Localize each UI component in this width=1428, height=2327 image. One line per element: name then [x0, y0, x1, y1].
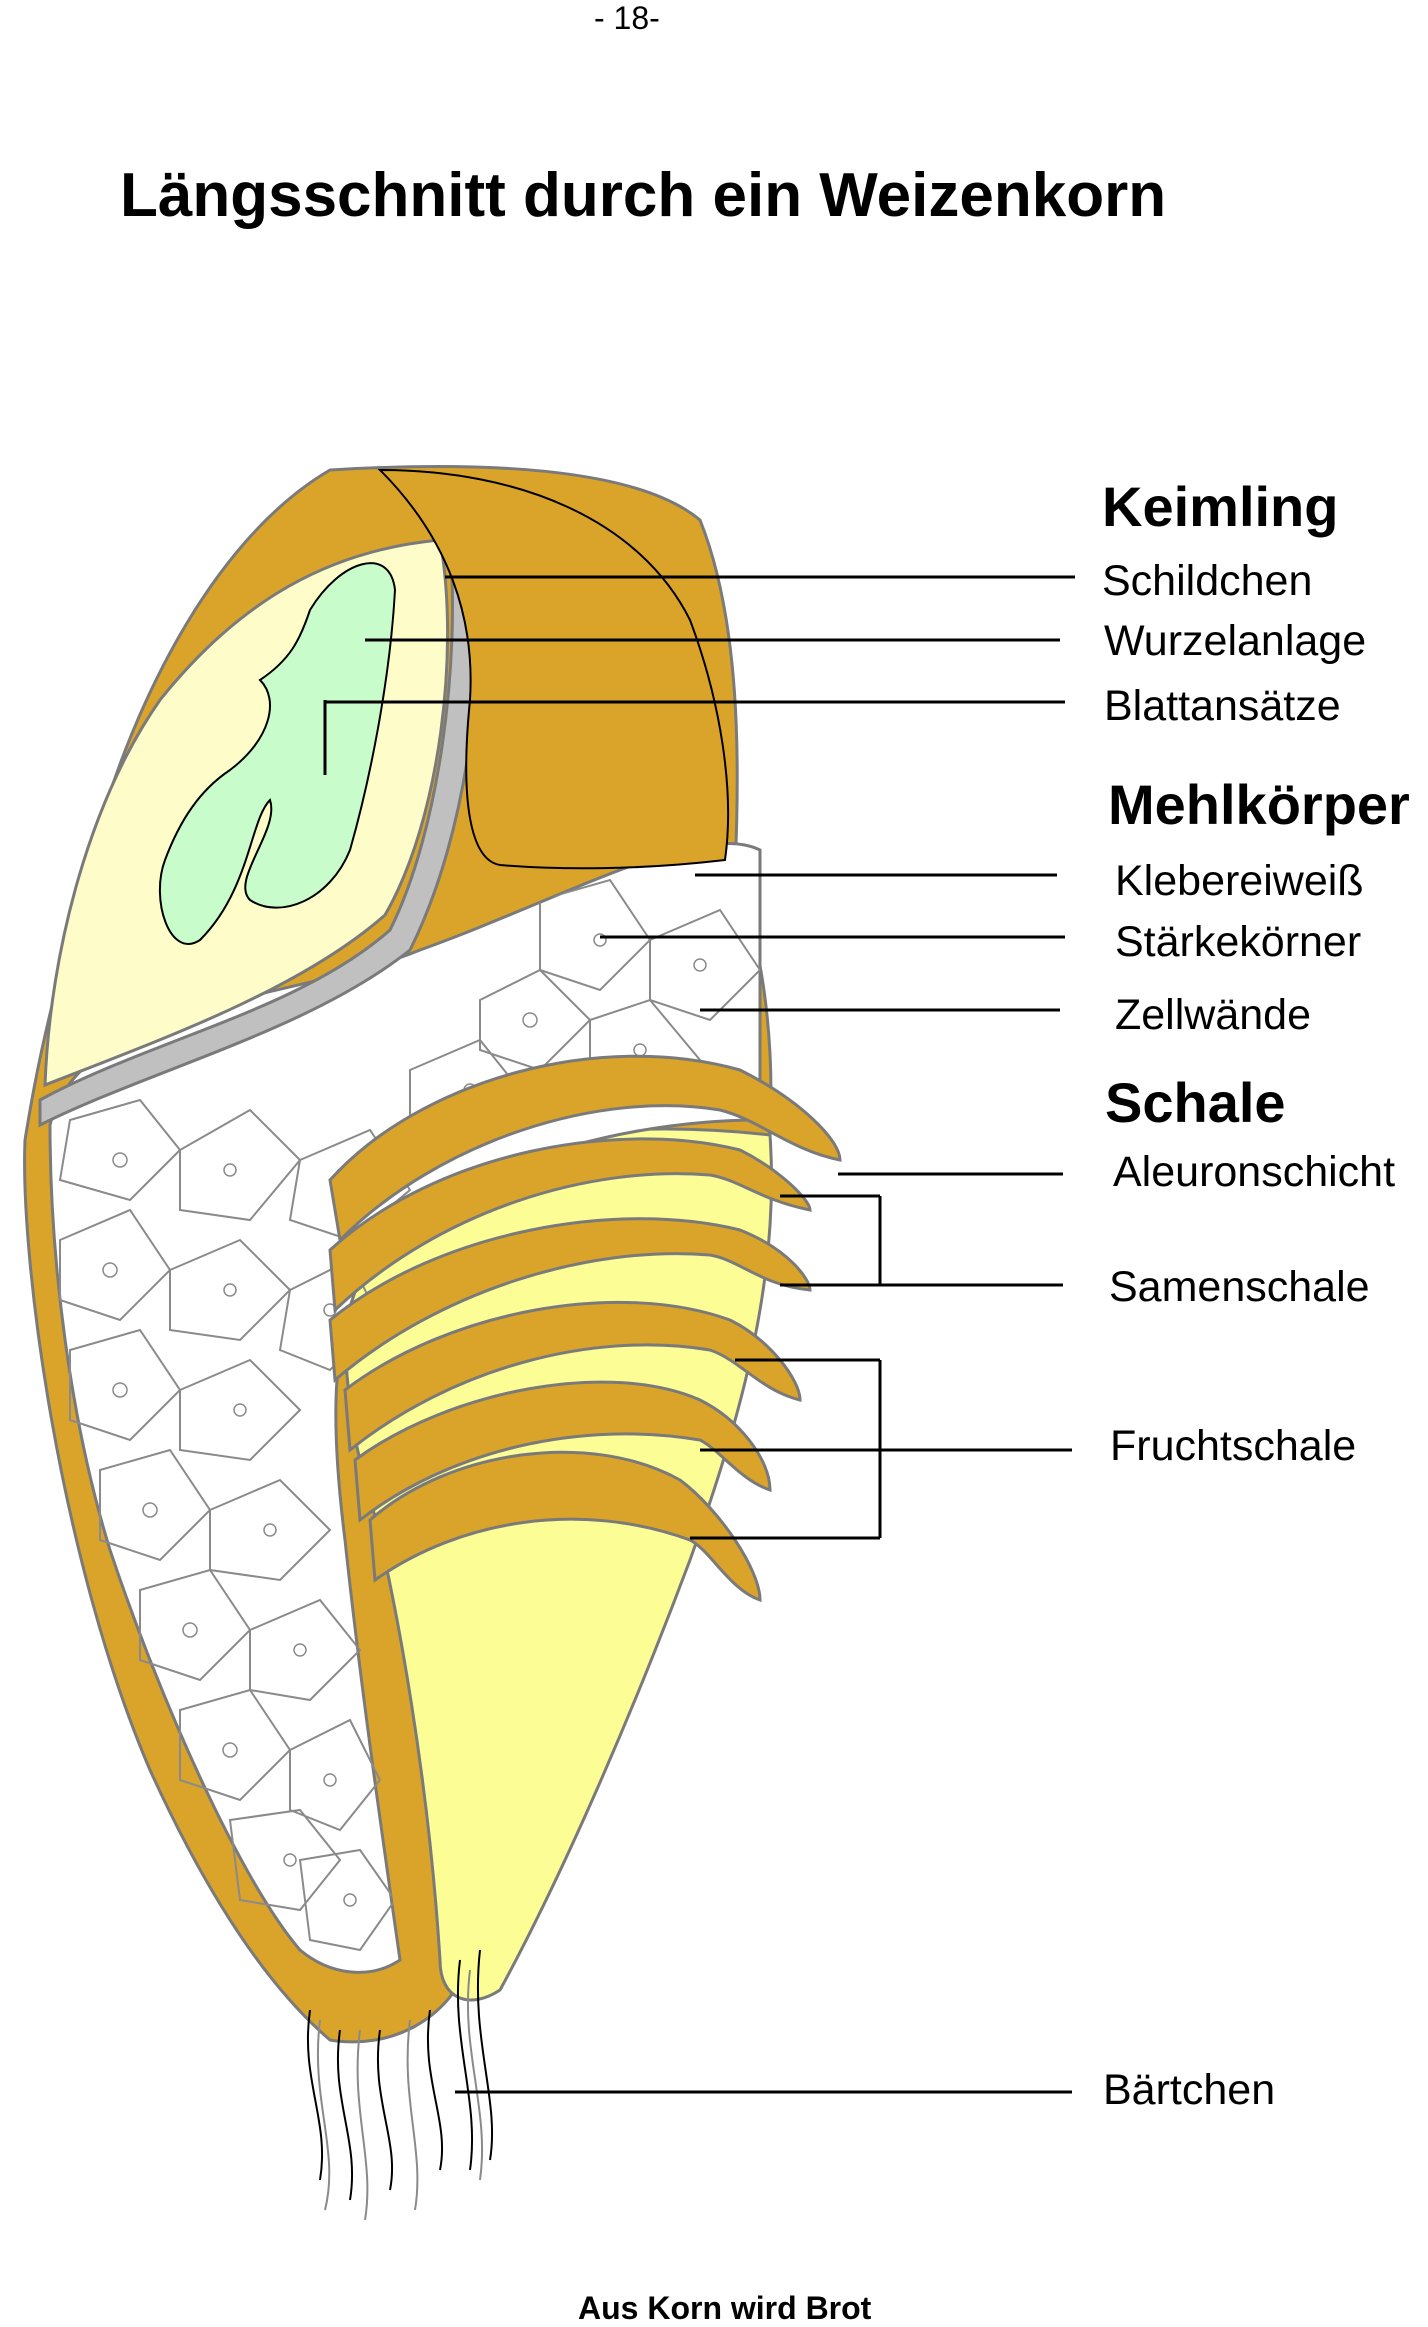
label-staerkekoerner: Stärkekörner — [1115, 918, 1362, 966]
brush-hairs — [306, 1949, 494, 2201]
brush-hairs-grey — [316, 1969, 484, 2221]
heading-keimling: Keimling — [1102, 475, 1339, 538]
page-title: Längsschnitt durch ein Weizenkorn — [120, 161, 1167, 230]
endosperm — [48, 841, 762, 1974]
label-zellwaende: Zellwände — [1115, 991, 1311, 1039]
footer-text: Aus Korn wird Brot — [578, 2290, 872, 2326]
embryo-cap — [377, 468, 730, 870]
starch-cells — [58, 878, 760, 1952]
label-fruchtschale: Fruchtschale — [1110, 1422, 1357, 1470]
page-number: - 18- — [594, 0, 660, 36]
embryo-green — [158, 562, 397, 945]
pericarp-layers — [328, 1054, 842, 1603]
label-wurzelanlage: Wurzelanlage — [1104, 617, 1367, 665]
label-aleuronschicht: Aleuronschicht — [1113, 1148, 1396, 1196]
label-baertchen: Bärtchen — [1103, 2066, 1276, 2114]
heading-schale: Schale — [1105, 1071, 1286, 1134]
label-samenschale: Samenschale — [1109, 1263, 1370, 1311]
leader-lines — [323, 575, 1075, 2094]
label-schildchen: Schildchen — [1102, 557, 1313, 605]
heading-mehlkoerper: Mehlkörper — [1108, 773, 1410, 836]
label-klebereiweiss: Klebereiweiß — [1115, 857, 1364, 905]
label-blattansaetze: Blattansätze — [1104, 682, 1341, 730]
